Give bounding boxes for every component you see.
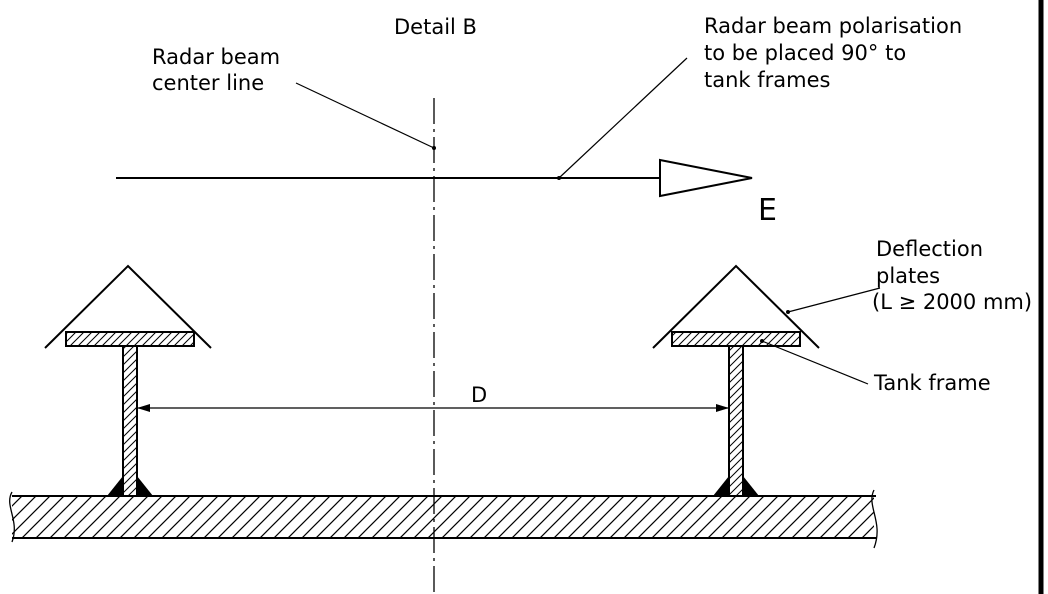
leader-polarisation	[558, 57, 688, 179]
leader-dot-center	[432, 146, 436, 150]
leader-dot-tank-frame	[760, 339, 764, 343]
label-dimension-d: D	[471, 383, 487, 407]
label-polarisation-1: Radar beam polarisation	[704, 14, 962, 38]
left-tank-frame-assembly	[44, 264, 212, 497]
base-plate-right-break	[871, 489, 878, 549]
label-deflection-1: Deflection	[876, 237, 983, 261]
label-polarisation-3: tank frames	[704, 68, 830, 92]
label-tank-frame: Tank frame	[873, 371, 991, 395]
base-plate-left-break	[9, 491, 15, 543]
leader-dot-deflection	[786, 310, 790, 314]
title-detail-b: Detail B	[394, 15, 477, 39]
right-deflection-plate	[652, 264, 820, 349]
left-deflection-plate	[44, 264, 212, 349]
label-e-field: E	[758, 193, 777, 228]
left-weld-left	[107, 476, 123, 496]
left-weld-right	[137, 476, 153, 496]
dimension-arrow-left	[137, 404, 150, 412]
label-deflection-2: plates	[876, 264, 940, 288]
leader-deflection	[787, 287, 881, 313]
right-frame-web	[728, 345, 744, 497]
leader-tank-frame	[761, 340, 869, 385]
dimension-d	[137, 404, 729, 412]
label-deflection-3: (L ≥ 2000 mm)	[872, 290, 1032, 314]
right-tank-frame-assembly	[652, 264, 820, 497]
dimension-arrow-right	[716, 404, 729, 412]
left-frame-flange	[65, 331, 195, 347]
right-weld-right	[743, 476, 759, 496]
label-polarisation-2: to be placed 90° to	[704, 41, 906, 65]
label-center-line-2: center line	[152, 71, 264, 95]
base-plate	[12, 496, 874, 538]
right-weld-left	[713, 476, 729, 496]
leader-center-line	[295, 82, 435, 149]
e-field-arrow-head	[659, 158, 753, 198]
left-frame-web	[122, 345, 138, 497]
right-frame-flange	[671, 331, 801, 347]
label-center-line-1: Radar beam	[152, 45, 280, 69]
